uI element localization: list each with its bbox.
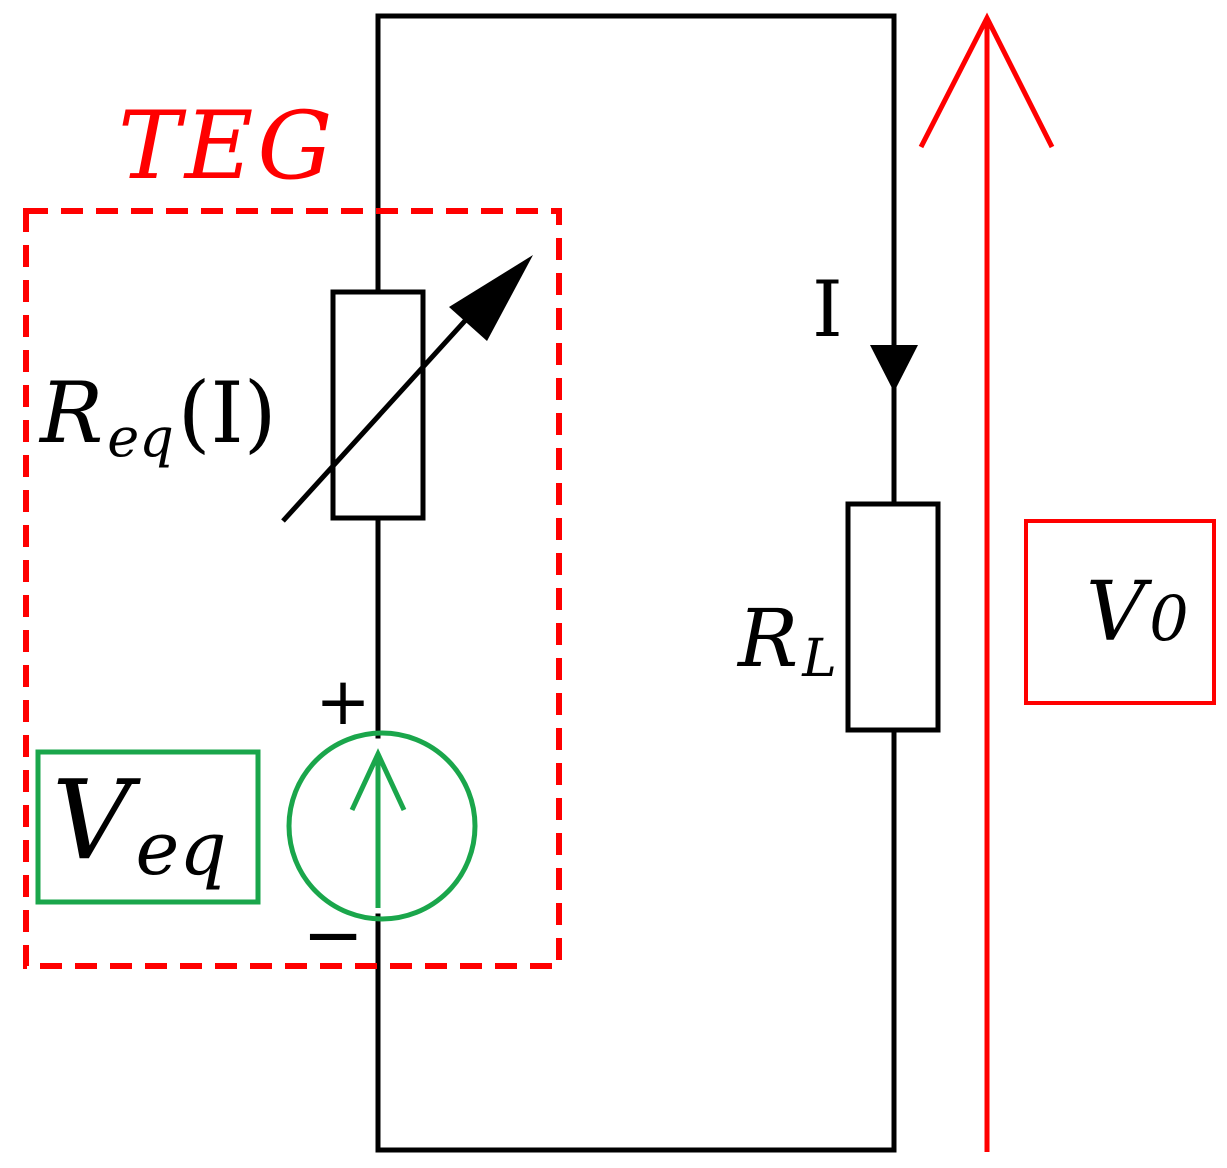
current-label: I: [812, 265, 843, 355]
variable-resistor-req: [330, 289, 426, 521]
voltage-source-veq: [286, 730, 478, 922]
teg-boundary: [23, 208, 562, 969]
variable-resistor-arrow-icon: [281, 255, 533, 523]
teg-label: TEG: [118, 92, 336, 201]
minus-sign: −: [302, 892, 364, 978]
veq-label-box: [35, 749, 261, 905]
circuit-wires: [375, 13, 897, 1153]
plus-sign: +: [315, 663, 370, 740]
veq-label: V eq: [52, 756, 227, 892]
source-arrow-icon: [349, 748, 407, 908]
load-resistor-rl: [845, 501, 941, 733]
v0-label-box: [1024, 519, 1216, 705]
output-voltage-arrow-icon: [918, 12, 1055, 1152]
req-label: R eq (I): [38, 364, 277, 469]
current-arrow-icon: [870, 345, 918, 392]
rl-label: R L: [736, 592, 837, 689]
v0-label: V 0: [1086, 565, 1189, 660]
